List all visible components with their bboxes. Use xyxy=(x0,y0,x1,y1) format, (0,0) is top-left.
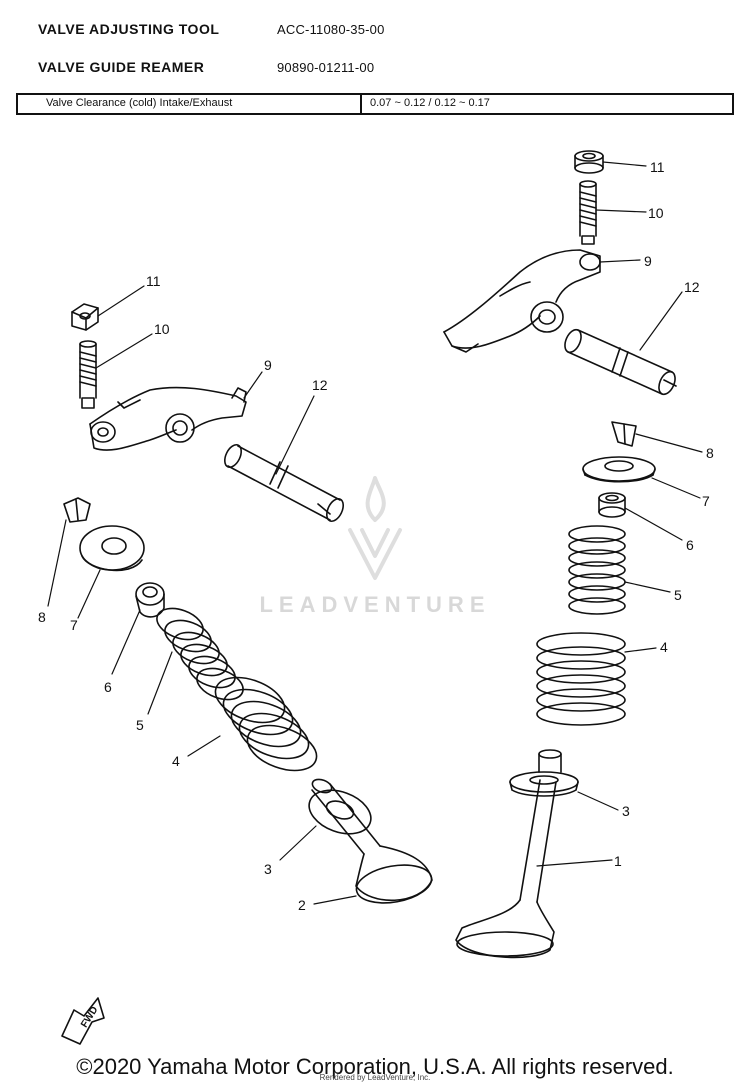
callout-left-10: 10 xyxy=(154,321,170,337)
left-adjust-nut xyxy=(71,303,99,331)
left-outer-spring xyxy=(214,676,318,772)
callout-right-10: 10 xyxy=(648,205,664,221)
left-valve-seal xyxy=(135,582,165,618)
right-valve-cotters xyxy=(611,421,637,447)
spec-name-valve-guide-reamer: VALVE GUIDE REAMER xyxy=(38,59,205,75)
left-adjust-screw xyxy=(79,340,97,409)
right-spring-retainer xyxy=(582,456,656,483)
callout-right-5: 5 xyxy=(674,587,682,603)
callout-right-9: 9 xyxy=(644,253,652,269)
callout-left-3: 3 xyxy=(264,861,272,877)
spec-name-valve-adjusting-tool: VALVE ADJUSTING TOOL xyxy=(38,21,220,37)
valve-clearance-table: Valve Clearance (cold) Intake/Exhaust 0.… xyxy=(16,93,734,115)
right-spring-seat xyxy=(509,771,579,797)
spec-value-valve-guide-reamer: 90890-01211-00 xyxy=(277,60,375,75)
right-inner-spring xyxy=(568,525,626,615)
fwd-arrow-icon: FWD xyxy=(61,997,105,1045)
callout-left-12: 12 xyxy=(312,377,328,393)
left-valve xyxy=(311,778,433,904)
valve-clearance-value: 0.07 ~ 0.12 / 0.12 ~ 0.17 xyxy=(370,97,490,109)
copyright-notice: ©2020 Yamaha Motor Corporation, U.S.A. A… xyxy=(76,1054,674,1079)
valve-clearance-label: Valve Clearance (cold) Intake/Exhaust xyxy=(18,95,362,113)
right-rocker-shaft xyxy=(564,328,677,396)
callout-right-6: 6 xyxy=(686,537,694,553)
callout-left-5: 5 xyxy=(136,717,144,733)
spec-value-valve-adjusting-tool: ACC-11080-35-00 xyxy=(277,22,385,37)
left-spring-seat xyxy=(308,789,372,835)
callout-right-8: 8 xyxy=(706,445,714,461)
callout-right-3: 3 xyxy=(622,803,630,819)
fwd-label: FWD xyxy=(79,1005,100,1030)
right-adjust-screw xyxy=(579,180,597,245)
right-rocker-arm xyxy=(443,249,601,353)
right-valve-seal xyxy=(598,492,626,518)
right-outer-spring xyxy=(536,632,626,726)
left-valve-cotters xyxy=(63,497,91,523)
callout-right-11: 11 xyxy=(650,159,665,175)
rendered-by-note: Rendered by LeadVenture, Inc. xyxy=(319,1073,431,1082)
right-adjust-nut xyxy=(574,150,604,174)
callout-right-1: 1 xyxy=(614,853,622,869)
callout-left-8: 8 xyxy=(38,609,46,625)
callout-left-6: 6 xyxy=(104,679,112,695)
watermark-text: LEADVENTURE xyxy=(259,592,491,617)
left-inner-spring xyxy=(156,607,244,701)
callout-left-4: 4 xyxy=(172,753,180,769)
callout-left-9: 9 xyxy=(264,357,272,373)
right-valve xyxy=(455,749,562,959)
callout-right-12: 12 xyxy=(684,279,700,295)
left-rocker-arm xyxy=(89,386,247,451)
callout-left-7: 7 xyxy=(70,617,78,633)
leader-lines xyxy=(47,161,703,905)
callout-right-7: 7 xyxy=(702,493,710,509)
callout-left-11: 11 xyxy=(146,273,161,289)
callout-right-4: 4 xyxy=(660,639,668,655)
callout-left-2: 2 xyxy=(298,897,306,913)
left-spring-retainer xyxy=(79,525,145,572)
watermark-logo xyxy=(348,476,402,580)
left-rocker-shaft xyxy=(223,443,345,523)
